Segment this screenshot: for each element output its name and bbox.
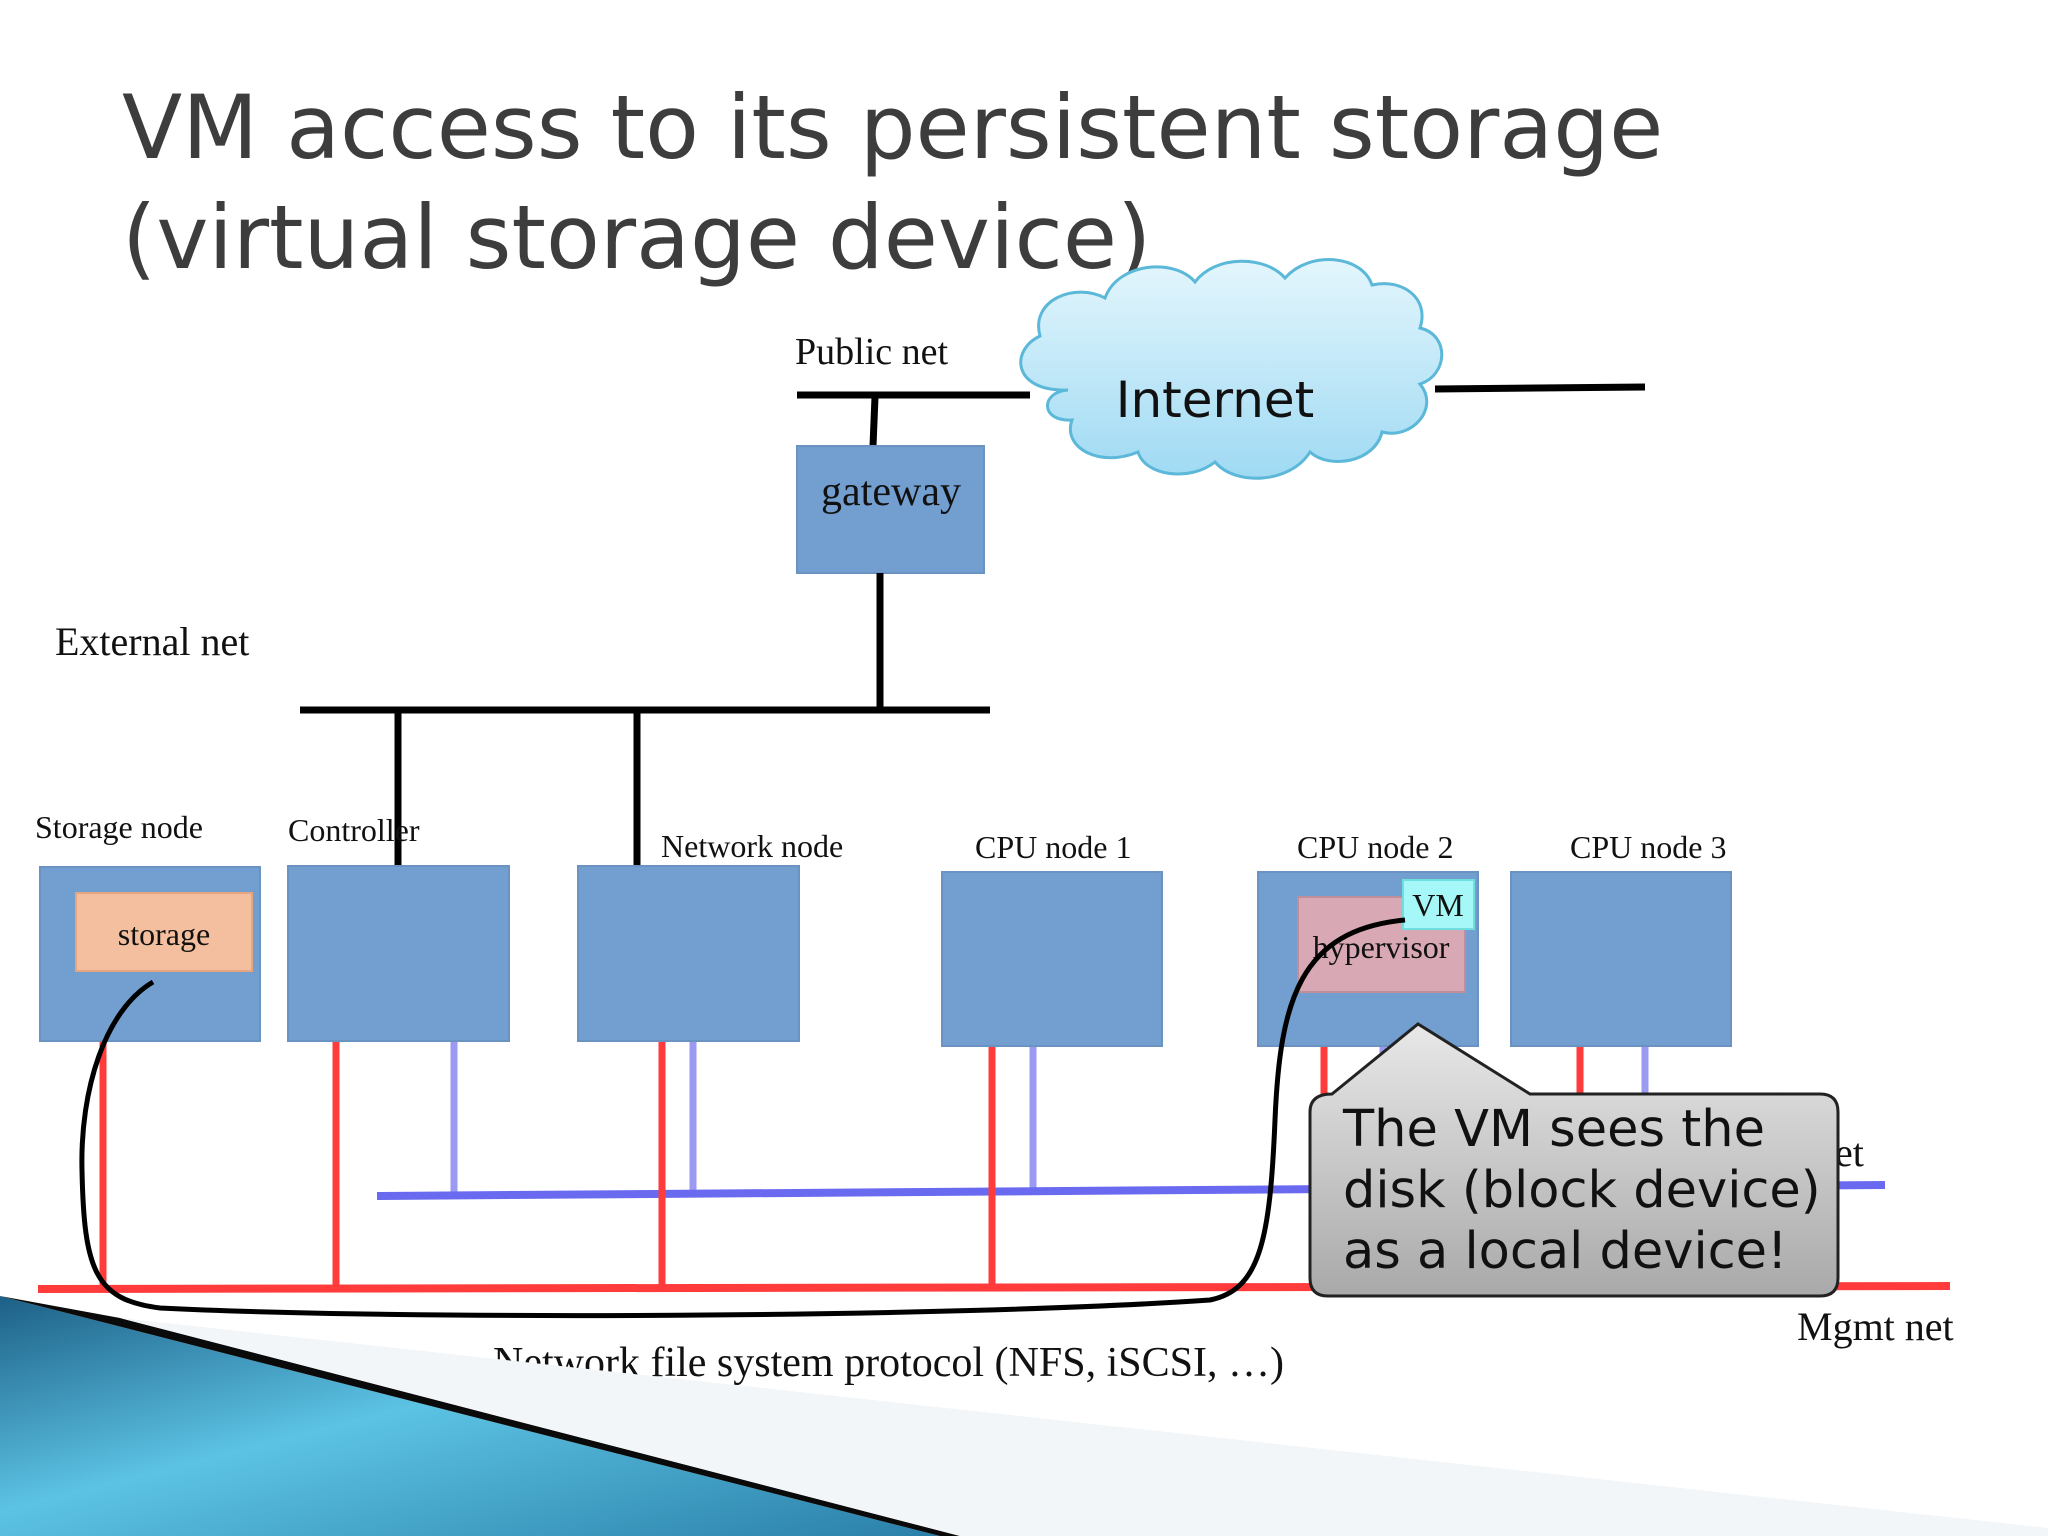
controller-label: Controller: [288, 812, 420, 848]
callout-bubble: [1308, 1022, 1840, 1298]
callout-line3: as a local device!: [1343, 1222, 1788, 1281]
controller-box: [287, 865, 510, 1042]
network-node-label: Network node: [661, 828, 843, 864]
storage-box: [75, 892, 253, 972]
public-net-label: Public net: [795, 331, 948, 373]
vm-box: [1402, 879, 1475, 930]
internal-net-label-partial: et: [1835, 1130, 1864, 1175]
mgmt-net-label: Mgmt net: [1797, 1304, 1954, 1349]
hypervisor-label: hypervisor: [1313, 929, 1450, 965]
slide-title-line1: VM access to its persistent storage: [122, 76, 1663, 179]
internet-label: Internet: [1116, 371, 1315, 429]
gateway-box: [796, 445, 985, 574]
network-node-box: [577, 865, 800, 1042]
storage-access-path: [79, 917, 1406, 1319]
cpu-node-3-box: [1510, 871, 1732, 1047]
gateway-label: gateway: [821, 469, 961, 515]
callout-line2: disk (block device): [1343, 1161, 1821, 1220]
corner-accent: [0, 1296, 2048, 1536]
storage-label: storage: [118, 916, 210, 952]
cpu-node-1-box: [941, 871, 1163, 1047]
external-net-label: External net: [55, 619, 249, 664]
callout-line1: The VM sees the: [1342, 1100, 1765, 1159]
cpu-node-3-label: CPU node 3: [1570, 829, 1726, 865]
vm-label: VM: [1412, 887, 1464, 923]
cpu-node-2-label: CPU node 2: [1297, 829, 1453, 865]
public-net-line-right: [1434, 383, 1646, 393]
slide-title-line2: (virtual storage device): [122, 186, 1151, 289]
storage-node-label: Storage node: [35, 809, 203, 845]
internet-cloud-icon: [1019, 258, 1444, 480]
gateway-uplink: [869, 396, 879, 447]
cpu-node-1-label: CPU node 1: [975, 829, 1131, 865]
